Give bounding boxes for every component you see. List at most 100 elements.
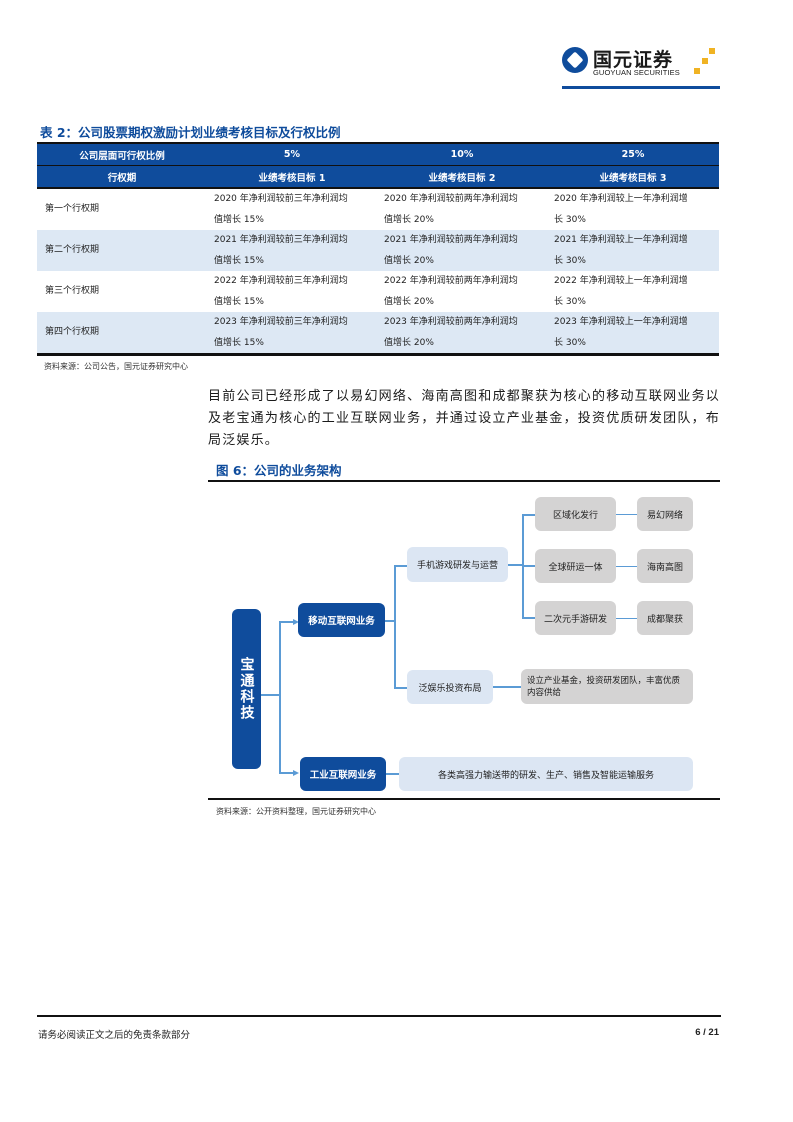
cell-line: 值增长 15% [214, 296, 264, 307]
exercise-period-label: 第一个行权期 [45, 204, 100, 215]
cell-line: 值增长 15% [214, 255, 264, 266]
logo-english-name: GUOYUAN SECURITIES [593, 68, 680, 77]
table-source-note: 资料来源：公司公告，国元证券研究中心 [44, 362, 188, 371]
column-header: 公司层面可行权比例 [37, 142, 207, 166]
cell-line: 2023 年净利润较上一年净利润增 [554, 317, 688, 327]
connector-line [384, 620, 396, 622]
cell-line: 长 30% [554, 255, 586, 266]
connector-line [279, 621, 294, 623]
cell-line: 2022 年净利润较上一年净利润增 [554, 276, 688, 286]
target-cell: 2022 年净利润较上一年净利润增长 30% [547, 271, 719, 312]
connector-line [394, 565, 396, 688]
target-cell: 2023 年净利润较前三年净利润均值增长 15% [207, 312, 377, 356]
node-company-yihuan: 易幻网络 [637, 497, 693, 531]
node-company-haonan-gaotu: 海南高图 [637, 549, 693, 583]
table-header-row: 行权期 业绩考核目标 1 业绩考核目标 2 业绩考核目标 3 [37, 165, 719, 189]
footer-divider [37, 1015, 721, 1017]
logo-accent-square-icon [702, 58, 708, 64]
target-cell: 2021 年净利润较前三年净利润均值增长 15% [207, 230, 377, 271]
target-cell: 2022 年净利润较前三年净利润均值增长 15% [207, 271, 377, 312]
logo-accent-square-icon [709, 48, 715, 54]
node-company-chengdu-juhuo: 成都聚获 [637, 601, 693, 635]
figure-top-rule [208, 480, 720, 482]
page-number: 6 / 21 [695, 1027, 719, 1038]
cell-line: 2020 年净利润较前两年净利润均 [384, 194, 518, 204]
connector-line [616, 566, 637, 567]
node-anime-game-rd: 二次元手游研发 [535, 601, 616, 635]
target-cell: 2022 年净利润较前两年净利润均值增长 20% [377, 271, 547, 312]
arrow-right-icon [293, 770, 299, 776]
cell-line: 2021 年净利润较前三年净利润均 [214, 235, 348, 245]
table-title: 表 2：公司股票期权激励计划业绩考核目标及行权比例 [40, 125, 341, 140]
target-cell: 2021 年净利润较上一年净利润增长 30% [547, 230, 719, 271]
column-header: 业绩考核目标 2 [377, 165, 547, 189]
root-node-baotong: 宝通科技 [232, 609, 261, 769]
connector-line [507, 564, 523, 566]
arrow-right-icon [293, 619, 299, 625]
cell-line: 2023 年净利润较前两年净利润均 [384, 317, 518, 327]
cell-line: 值增长 20% [384, 296, 434, 307]
cell-line: 2021 年净利润较前两年净利润均 [384, 235, 518, 245]
table-row: 第一个行权期 2020 年净利润较前三年净利润均值增长 15% 2020 年净利… [37, 188, 719, 230]
target-cell: 2020 年净利润较前两年净利润均值增长 20% [377, 188, 547, 230]
connector-line [261, 694, 281, 696]
exercise-period-label: 第四个行权期 [37, 312, 207, 356]
logo-accent-square-icon [694, 68, 700, 74]
connector-line [616, 618, 637, 619]
node-industrial-internet: 工业互联网业务 [300, 757, 386, 791]
table-row: 第三个行权期 2022 年净利润较前三年净利润均值增长 15% 2022 年净利… [37, 271, 719, 312]
figure-bottom-rule [208, 798, 720, 800]
table-row: 第四个行权期 2023 年净利润较前三年净利润均值增长 15% 2023 年净利… [37, 312, 719, 356]
target-cell: 2023 年净利润较上一年净利润增长 30% [547, 312, 719, 356]
connector-line [522, 514, 536, 516]
column-header: 5% [207, 142, 377, 166]
column-header: 业绩考核目标 1 [207, 165, 377, 189]
body-paragraph: 目前公司已经形成了以易幻网络、海南高图和成都聚获为核心的移动互联网业务以及老宝通… [208, 389, 720, 448]
header-divider [562, 86, 720, 89]
cell-line: 2022 年净利润较前两年净利润均 [384, 276, 518, 286]
cell-line: 2022 年净利润较前三年净利润均 [214, 276, 348, 286]
cell-line: 长 30% [554, 296, 586, 307]
cell-line: 2021 年净利润较上一年净利润增 [554, 235, 688, 245]
node-global-rd-ops: 全球研运一体 [535, 549, 616, 583]
node-mobile-games: 手机游戏研发与运营 [407, 547, 508, 582]
connector-line [385, 773, 399, 775]
node-regional-publishing: 区域化发行 [535, 497, 616, 531]
connector-line [522, 617, 536, 619]
connector-line [522, 565, 536, 567]
connector-line [394, 565, 408, 567]
column-header: 10% [377, 142, 547, 166]
connector-line [616, 514, 637, 515]
connector-line [394, 687, 408, 689]
table-row: 第二个行权期 2021 年净利润较前三年净利润均值增长 15% 2021 年净利… [37, 230, 719, 271]
column-header: 行权期 [37, 165, 207, 189]
connector-line [279, 772, 294, 774]
column-header: 25% [547, 142, 719, 166]
cell-line: 2020 年净利润较上一年净利润增 [554, 194, 688, 204]
figure-source-note: 资料来源：公开资料整理，国元证券研究中心 [216, 807, 376, 816]
target-cell: 2020 年净利润较上一年净利润增长 30% [547, 188, 719, 230]
cell-line: 2020 年净利润较前三年净利润均 [214, 194, 348, 204]
figure-title: 图 6：公司的业务架构 [216, 463, 342, 478]
cell-line: 值增长 15% [214, 337, 264, 348]
cell-line: 值增长 20% [384, 214, 434, 225]
connector-line [279, 621, 281, 773]
cell-line: 长 30% [554, 337, 586, 348]
target-cell: 2020 年净利润较前三年净利润均值增长 15% [207, 188, 377, 230]
cell-line: 值增长 15% [214, 214, 264, 225]
logo-emblem-icon [562, 47, 588, 73]
footer-disclaimer: 请务必阅读正文之后的免责条款部分 [38, 1030, 191, 1041]
node-industrial-detail: 各类高强力输送带的研发、生产、销售及智能运输服务 [399, 757, 693, 791]
target-cell: 2023 年净利润较前两年净利润均值增长 20% [377, 312, 547, 356]
exercise-period-label: 第二个行权期 [37, 230, 207, 271]
target-cell: 2021 年净利润较前两年净利润均值增长 20% [377, 230, 547, 271]
connector-line [493, 686, 521, 688]
node-mobile-internet: 移动互联网业务 [298, 603, 385, 637]
cell-line: 值增长 20% [384, 255, 434, 266]
column-header: 业绩考核目标 3 [547, 165, 719, 189]
cell-line: 值增长 20% [384, 337, 434, 348]
logo-chinese-name: 国元证券 [593, 49, 674, 71]
node-pan-entertainment-detail: 设立产业基金，投资研发团队，丰富优质内容供给 [521, 669, 693, 704]
performance-target-table: 公司层面可行权比例 5% 10% 25% 行权期 业绩考核目标 1 业绩考核目标… [37, 142, 719, 356]
exercise-period-label: 第三个行权期 [45, 286, 100, 297]
